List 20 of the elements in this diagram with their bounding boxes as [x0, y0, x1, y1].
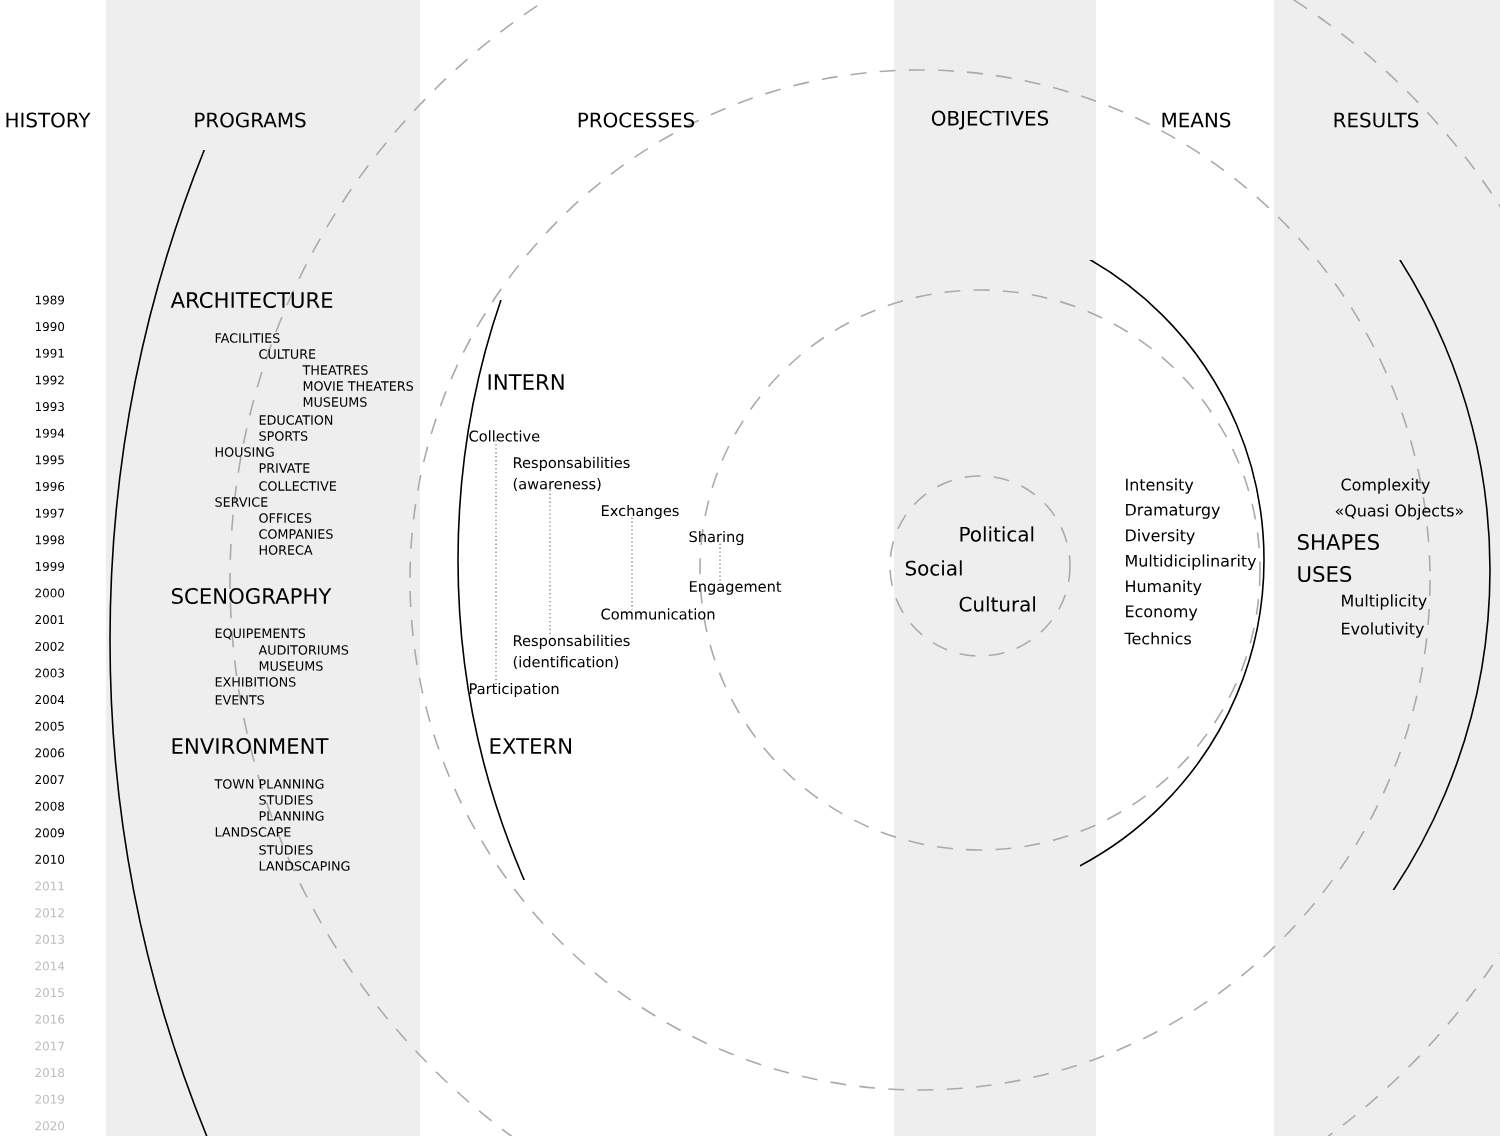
dotted-line — [631, 516, 633, 611]
column-heading: PROGRAMS — [195, 112, 306, 128]
column-heading: PROCESSES — [578, 112, 695, 128]
dotted-line — [719, 542, 721, 584]
category-heading: SCENOGRAPHY — [171, 587, 332, 604]
category-heading: ENVIRONMENT — [172, 737, 329, 754]
dotted-line — [549, 488, 551, 637]
column-heading: MEANS — [1162, 112, 1231, 128]
category-heading: INTERN — [488, 374, 564, 390]
dotted-line — [495, 439, 497, 686]
category-heading: ARCHITECTURE — [170, 291, 333, 308]
objective-label: Social — [905, 560, 962, 576]
objective-label: Political — [960, 526, 1034, 542]
column-heading: OBJECTIVES — [931, 110, 1049, 130]
column-heading: RESULTS — [1334, 112, 1419, 128]
category-heading: SHAPES — [1297, 533, 1379, 550]
category-heading: USES — [1298, 565, 1352, 582]
objective-label: Cultural — [959, 596, 1035, 612]
category-heading: EXTERN — [490, 738, 571, 754]
column-heading: HISTORY — [6, 112, 91, 128]
